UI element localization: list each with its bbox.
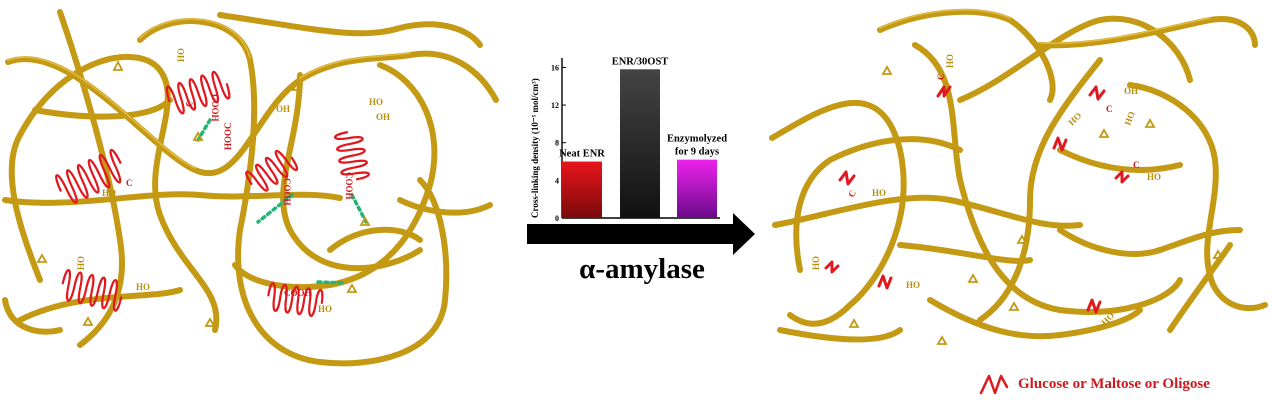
bar-label: Neat ENR [559,149,605,160]
process-label: α-amylase [579,253,705,285]
bar-label: ENR/30OST [612,56,669,67]
bar-label: Enzymolyzed [667,134,727,145]
ho-label: HO [1147,172,1161,182]
starch-helix-6 [267,282,324,317]
ho-label: HO [176,48,186,62]
right-rubber-network: HO OH HO HO HO HO HO HO HO C C C C [769,8,1268,345]
c-label: C [126,178,133,188]
crosslink-density-chart: Cross-linking density (10⁻⁵ mol/cm³) 0 4 8… [530,56,727,223]
c-label: C [183,98,195,109]
c-label: C [846,188,858,199]
ho-label: HO [369,97,383,107]
left-rubber-network: HO COOH OH HO OH COOH COOH HO HO HO COOH… [2,9,499,367]
c-label: C [1106,104,1113,114]
ho-label: HO [945,54,955,68]
starch-helix-3 [245,150,299,192]
y-tick-label: 8 [555,139,559,148]
oh-label: OH [1124,86,1138,96]
cooh-label: COOH [282,178,292,206]
ho-label: HO [1122,110,1136,127]
y-tick-label: 16 [551,63,559,72]
hydrogen-bond [350,193,368,224]
starch-helix-2 [55,148,122,204]
bar-labels: Neat ENR ENR/30OST Enzymolyzed for 9 days [559,56,727,159]
cooh-label: COOH [344,172,354,200]
oh-label: OH [376,112,390,122]
starch-helix-1 [165,70,231,115]
y-tick-label: 4 [555,176,559,185]
epoxy-groups [848,65,1224,345]
epoxy-groups [36,59,371,327]
y-tick-label: 12 [551,101,559,110]
hydrogen-bond [256,193,294,224]
legend-label: Glucose or Maltose or Oligose [1018,375,1210,392]
glucose-fragments [824,85,1130,314]
starch-helix-5 [61,269,123,312]
cooh-label: COOH [210,94,220,122]
bar-2 [620,69,660,218]
ho-label: HO [811,256,821,270]
y-axis-title: Cross-linking density (10⁻⁵ mol/cm³) [530,78,540,218]
ho-label: HO [136,282,150,292]
ho-label: HO [906,280,920,290]
cooh-label: COOH [284,288,312,298]
ho-label: HO [102,188,116,198]
process-arrow [527,213,755,255]
hooc-label: HOOC [223,122,233,150]
ho-label: HO [318,304,332,314]
legend: Glucose or Maltose or Oligose [978,372,1210,396]
glucose-symbol-icon [979,374,1009,395]
c-label: C [1133,160,1140,170]
starch-helix-4 [333,131,371,181]
hydrogen-bond [316,280,347,285]
bars [562,69,717,218]
ho-label: HO [872,188,886,198]
ho-label: HO [76,256,86,270]
bar-1 [562,161,602,218]
bar-3 [677,159,717,218]
oh-label: OH [276,104,290,114]
c-label: C [936,74,946,81]
y-tick-label: 0 [555,214,559,223]
ho-label: HO [1066,110,1083,127]
bar-label: for 9 days [675,147,719,158]
